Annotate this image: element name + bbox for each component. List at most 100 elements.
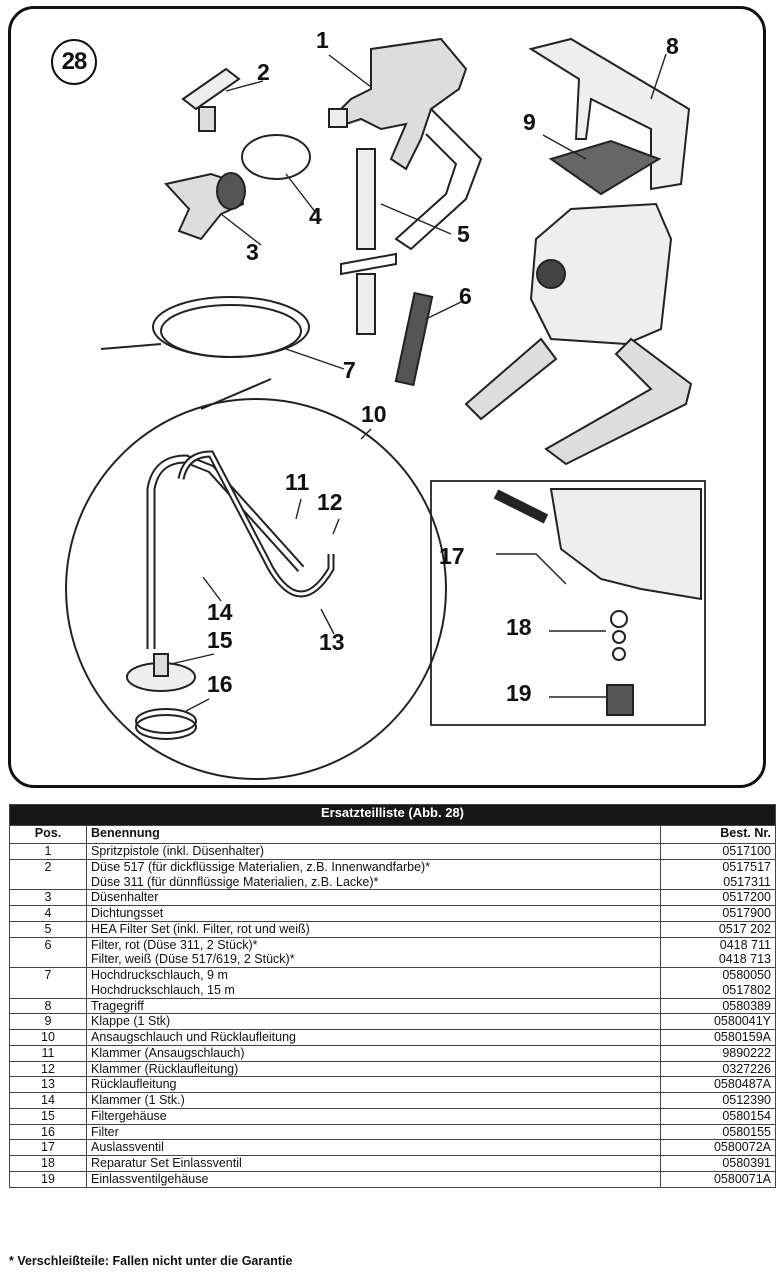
row-pos: 8 <box>9 997 87 1015</box>
row-order-number: 0327226 <box>660 1060 776 1078</box>
row-name: Filtergehäuse <box>86 1107 661 1125</box>
row-pos: 3 <box>9 889 87 906</box>
carrying-handle-drawing <box>528 37 691 191</box>
row-order-number: 0517 202 <box>660 920 776 938</box>
callout-4: 4 <box>309 203 322 229</box>
callout-13: 13 <box>319 629 345 655</box>
callout-17: 17 <box>439 543 465 569</box>
row-name: Hochdruckschlauch, 9 m Hochdruckschlauch… <box>86 967 661 999</box>
column-header-pos: Pos. <box>9 825 87 844</box>
row-name: Reparatur Set Einlassventil <box>86 1155 661 1172</box>
row-order-number: 9890222 <box>660 1044 776 1062</box>
row-pos: 10 <box>9 1029 87 1046</box>
column-header-order-number: Best. Nr. <box>660 825 776 844</box>
suction-set-circle <box>65 398 447 780</box>
inset-box <box>430 480 706 726</box>
row-order-number: 0580155 <box>660 1123 776 1141</box>
row-name: Dichtungsset <box>86 905 661 922</box>
row-pos: 19 <box>9 1170 87 1188</box>
row-name: Klammer (Ansaugschlauch) <box>86 1044 661 1062</box>
row-pos: 1 <box>9 843 87 860</box>
row-name: HEA Filter Set (inkl. Filter, rot und we… <box>86 920 661 938</box>
row-name: Einlassventilgehäuse <box>86 1170 661 1188</box>
row-name: Filter <box>86 1123 661 1141</box>
callout-10: 10 <box>361 401 387 427</box>
column-header-name: Benennung <box>86 825 661 844</box>
row-name: Spritzpistole (inkl. Düsenhalter) <box>86 843 661 860</box>
row-pos: 2 <box>9 858 87 891</box>
row-pos: 15 <box>9 1107 87 1125</box>
row-name: Klammer (1 Stk.) <box>86 1092 661 1109</box>
row-pos: 11 <box>9 1044 87 1062</box>
row-order-number: 0580389 <box>660 997 776 1015</box>
row-order-number: 0580159A <box>660 1029 776 1046</box>
callout-3: 3 <box>246 239 259 265</box>
row-order-number: 0517517 0517311 <box>660 858 776 891</box>
row-order-number: 0517900 <box>660 905 776 922</box>
row-order-number: 0580154 <box>660 1107 776 1125</box>
row-pos: 7 <box>9 967 87 999</box>
callout-5: 5 <box>457 221 470 247</box>
row-order-number: 0580487A <box>660 1076 776 1093</box>
callout-1: 1 <box>316 27 329 53</box>
row-name: Filter, rot (Düse 311, 2 Stück)* Filter,… <box>86 936 661 968</box>
callout-9: 9 <box>523 109 536 135</box>
row-name: Ansaugschlauch und Rücklaufleitung <box>86 1029 661 1046</box>
callout-12: 12 <box>317 489 343 515</box>
spray-gun-drawing <box>328 37 483 251</box>
row-order-number: 0517100 <box>660 843 776 860</box>
sprayer-unit-drawing <box>464 202 693 466</box>
wear-parts-footnote: * Verschleißteile: Fallen nicht unter di… <box>9 1254 293 1268</box>
row-name: Klammer (Rücklaufleitung) <box>86 1060 661 1078</box>
parts-illustration <box>65 37 706 780</box>
nozzle-holder-drawing <box>164 172 246 241</box>
leader-lines <box>170 53 667 712</box>
row-pos: 12 <box>9 1060 87 1078</box>
row-pos: 16 <box>9 1123 87 1141</box>
callout-11: 11 <box>285 469 310 495</box>
row-order-number: 0517200 <box>660 889 776 906</box>
row-order-number: 0418 711 0418 713 <box>660 936 776 968</box>
suction-hose-drawing <box>126 450 335 740</box>
row-name: Düsenhalter <box>86 889 661 906</box>
row-name: Klappe (1 Stk) <box>86 1013 661 1030</box>
row-pos: 9 <box>9 1013 87 1030</box>
nozzle-drawing <box>181 67 241 132</box>
row-pos: 13 <box>9 1076 87 1093</box>
valve-detail-drawing <box>493 488 702 716</box>
seal-set-drawing <box>241 134 311 180</box>
row-name: Düse 517 (für dickflüssige Materialien, … <box>86 858 661 891</box>
callout-19: 19 <box>506 680 532 706</box>
callout-2: 2 <box>257 59 270 85</box>
row-name: Tragegriff <box>86 997 661 1015</box>
row-order-number: 0512390 <box>660 1092 776 1109</box>
row-order-number: 0580071A <box>660 1170 776 1188</box>
row-pos: 18 <box>9 1155 87 1172</box>
row-pos: 14 <box>9 1092 87 1109</box>
table-title: Ersatzteilliste (Abb. 28) <box>9 804 776 826</box>
row-pos: 5 <box>9 920 87 938</box>
row-pos: 6 <box>9 936 87 968</box>
callout-7: 7 <box>343 357 356 383</box>
row-name: Auslassventil <box>86 1139 661 1156</box>
spare-parts-table: Ersatzteilliste (Abb. 28) Pos. Benennung… <box>9 804 776 1188</box>
row-order-number: 0580050 0517802 <box>660 967 776 999</box>
row-name: Rücklaufleitung <box>86 1076 661 1093</box>
callout-8: 8 <box>666 33 679 59</box>
